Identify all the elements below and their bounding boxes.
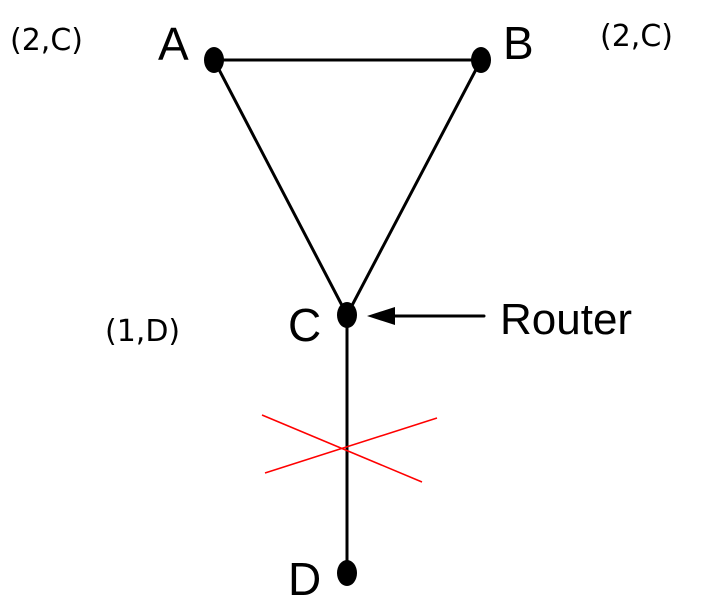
edge-a-c	[212, 58, 349, 317]
node-a	[204, 47, 224, 73]
node-c-label: C	[288, 299, 321, 351]
node-d	[337, 560, 357, 586]
node-b-label: B	[503, 17, 534, 69]
router-label: Router	[500, 295, 632, 344]
node-c-table-entry: (1,D)	[105, 314, 180, 349]
node-a-label: A	[158, 18, 189, 70]
node-b	[471, 47, 491, 73]
node-a-table-entry: (2,C)	[10, 23, 83, 58]
node-d-label: D	[288, 553, 321, 605]
node-c	[337, 302, 357, 328]
router-pointer-arrow	[367, 307, 486, 325]
broken-link-mark	[261, 414, 438, 483]
router-arrow-head	[367, 307, 395, 325]
broken-link-stroke-2	[264, 417, 438, 474]
edge-b-c	[345, 58, 483, 317]
node-b-table-entry: (2,C)	[600, 19, 673, 54]
